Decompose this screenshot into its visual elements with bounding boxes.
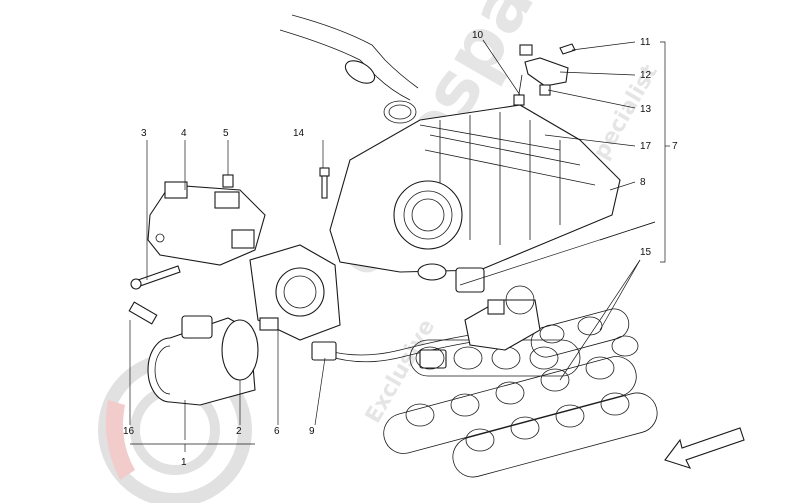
callout-10: 10 bbox=[472, 30, 484, 41]
callout-labels: 3 4 5 14 10 11 12 13 17 7 8 15 16 2 6 9 … bbox=[123, 30, 678, 468]
callout-4: 4 bbox=[181, 128, 187, 139]
callout-3: 3 bbox=[141, 128, 147, 139]
intake-manifold bbox=[329, 104, 621, 293]
pressure-sensor-assembly bbox=[513, 43, 576, 106]
callout-6: 6 bbox=[274, 426, 280, 437]
callout-16: 16 bbox=[123, 426, 135, 437]
mounting-bracket bbox=[147, 181, 266, 266]
actuator-valve bbox=[464, 285, 541, 351]
callout-17: 17 bbox=[640, 141, 652, 152]
bolt-3 bbox=[130, 265, 181, 290]
bolt-14 bbox=[319, 167, 330, 199]
wiring-harness bbox=[311, 334, 473, 369]
watermark-tagline-1: Exclusive bbox=[361, 315, 440, 427]
callout-14: 14 bbox=[293, 128, 305, 139]
air-flow-meter bbox=[128, 301, 259, 406]
callout-7: 7 bbox=[672, 141, 678, 152]
bolt-5 bbox=[222, 174, 234, 188]
callout-9: 9 bbox=[309, 426, 315, 437]
air-duct bbox=[279, 14, 419, 124]
leader-lines bbox=[129, 39, 670, 452]
throttle-body bbox=[249, 244, 341, 341]
direction-arrow-icon bbox=[664, 427, 745, 469]
callout-15: 15 bbox=[640, 247, 652, 258]
callout-12: 12 bbox=[640, 70, 652, 81]
callout-5: 5 bbox=[223, 128, 229, 139]
callout-2: 2 bbox=[236, 426, 242, 437]
callout-13: 13 bbox=[640, 104, 652, 115]
callout-11: 11 bbox=[640, 37, 651, 48]
callout-8: 8 bbox=[640, 177, 646, 188]
callout-1: 1 bbox=[181, 457, 187, 468]
